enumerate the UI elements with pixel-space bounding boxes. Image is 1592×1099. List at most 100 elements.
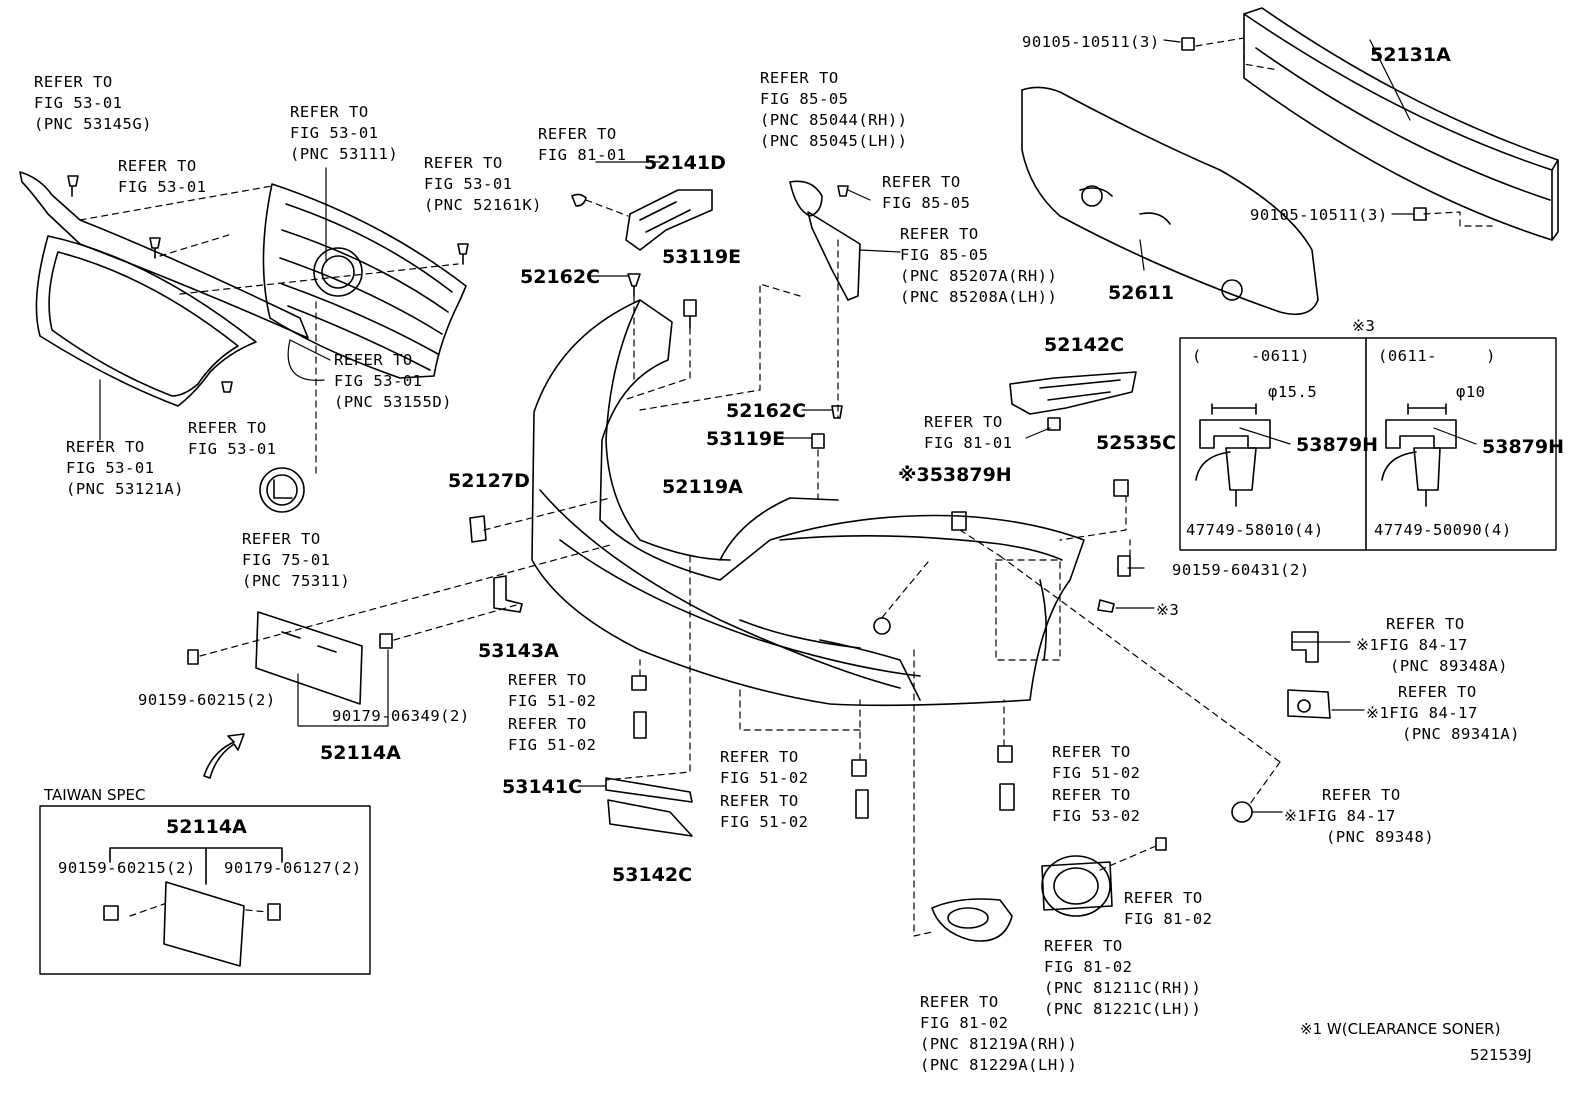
ref-sensor-b-fig: ※1FIG 84-17 [1366, 703, 1478, 724]
note-mark: ※3 [1156, 601, 1180, 619]
taiwan-bracket [103, 847, 283, 967]
sensors [1231, 631, 1331, 823]
part-number: 53119E [706, 428, 786, 450]
part-number: 52114A [320, 742, 401, 764]
ref-line: FIG 53-01 [188, 440, 277, 458]
grille-molding-strip [19, 171, 309, 339]
ref-line: REFER TO [882, 173, 961, 191]
ref-line: FIG 85-05 [882, 194, 971, 212]
ref-line: (PNC 81219A(RH)) [920, 1035, 1078, 1053]
washer-parts [789, 180, 861, 301]
ref-line: (PNC 85208A(LH)) [900, 288, 1058, 306]
part-number: 52114A [166, 816, 247, 838]
ref-line: REFER TO [720, 792, 799, 810]
part-number: 53143A [478, 640, 559, 662]
grille-frame [35, 235, 257, 407]
part-number: 52119A [662, 476, 743, 498]
ref-line: REFER TO [1052, 743, 1131, 761]
reinforcement-52131a [1243, 7, 1559, 241]
ref-line: FIG 85-05 [760, 90, 849, 108]
ref-line: FIG 51-02 [1052, 764, 1141, 782]
ref-sensor-a: REFER TO [1386, 614, 1465, 635]
part-number: 52162C [726, 400, 807, 422]
ref-sensor-c-pnc: (PNC 89348) [1326, 827, 1434, 848]
ref-sensor-c: REFER TO [1322, 785, 1401, 806]
ref-line: FIG 51-02 [720, 769, 809, 787]
part-number: 52131A [1370, 44, 1451, 66]
clips-left [67, 175, 587, 393]
ref-line: ※1FIG 84-17 [1366, 704, 1478, 722]
part-number: 52611 [1108, 282, 1175, 304]
ref-clip-b: REFER TO FIG 53-01 [188, 418, 277, 460]
ref-line: REFER TO [1398, 683, 1477, 701]
ref-line: FIG 53-01 [290, 124, 379, 142]
ref-line: FIG 81-02 [1044, 958, 1133, 976]
bracket-53143a [493, 575, 523, 613]
footnote: ※1 W(CLEARANCE SONER) [1300, 1020, 1501, 1038]
detail-left-dia: φ15.5 [1268, 383, 1318, 401]
ref-line: REFER TO [188, 419, 267, 437]
fastener-label: 90105-10511(3) [1250, 206, 1388, 224]
ref-line: FIG 53-01 [66, 459, 155, 477]
ref-line: REFER TO [334, 351, 413, 369]
ref-sensor-b-pnc: (PNC 89341A) [1402, 724, 1520, 745]
part-number: 52142C [1044, 334, 1125, 356]
ref-line: REFER TO [66, 438, 145, 456]
ref-line: REFER TO [538, 125, 617, 143]
fastener-label: 90179-06349(2) [332, 707, 470, 725]
ref-line: (PNC 52161K) [424, 196, 542, 214]
ref-line: FIG 53-01 [34, 94, 123, 112]
fasteners [627, 37, 1427, 851]
ref-sensor-c-fig: ※1FIG 84-17 [1284, 806, 1396, 827]
ref-line: FIG 75-01 [242, 551, 331, 569]
ref-line: REFER TO [720, 748, 799, 766]
leader-lines [99, 39, 1477, 813]
absorber-52611 [1021, 86, 1319, 316]
detail-left-drawing [1195, 403, 1271, 507]
detail-right-range: (0611- ) [1378, 347, 1496, 365]
ref-line: REFER TO [1322, 786, 1401, 804]
ref-line: REFER TO [1052, 786, 1131, 804]
fastener-label: 90179-06127(2) [224, 859, 362, 877]
fog-lamp [1041, 855, 1113, 917]
fastener-label: 90159-60431(2) [1172, 561, 1310, 579]
emblem [259, 467, 305, 513]
ref-line: FIG 81-01 [924, 434, 1013, 452]
ref-line: (PNC 53155D) [334, 393, 452, 411]
ref-fig-51-02-c: REFER TO FIG 51-02 [720, 747, 809, 789]
retainer-52141d [625, 189, 713, 251]
part-number: 53141C [502, 776, 583, 798]
detail-box [1179, 337, 1557, 551]
ref-line: FIG 53-01 [424, 175, 513, 193]
part-number: 53142C [612, 864, 693, 886]
ref-sensor-a-fig: ※1FIG 84-17 [1356, 635, 1468, 656]
ref-line: REFER TO [924, 413, 1003, 431]
diagram-id: 521539J [1470, 1046, 1532, 1064]
ref-line: REFER TO [508, 715, 587, 733]
direction-arrow [203, 733, 245, 779]
ref-sensor-b: REFER TO [1398, 682, 1477, 703]
ref-line: REFER TO [900, 225, 979, 243]
ref-line: REFER TO [920, 993, 999, 1011]
ref-line: FIG 51-02 [508, 692, 597, 710]
dashed-lines [79, 37, 1493, 937]
part-number: 53119E [662, 246, 742, 268]
ref-line: FIG 85-05 [900, 246, 989, 264]
detail-right-dia: φ10 [1456, 383, 1486, 401]
ref-line: (PNC 89341A) [1402, 725, 1520, 743]
ref-line: (PNC 53145G) [34, 115, 152, 133]
